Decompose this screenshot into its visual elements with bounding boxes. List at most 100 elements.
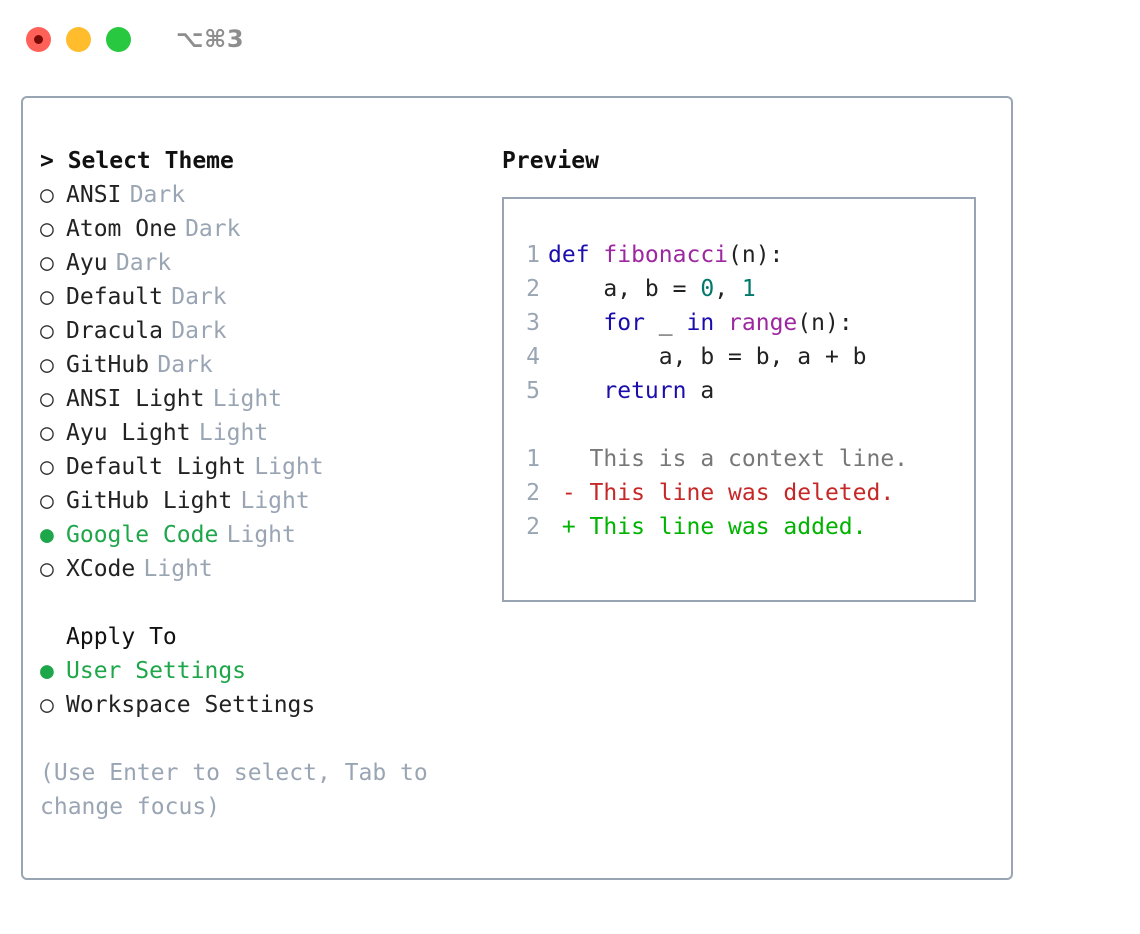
theme-option-tag: Light: [143, 556, 213, 582]
code-token-plain: a, b =: [548, 276, 701, 302]
code-line: 2 a, b = 0, 1: [504, 272, 974, 306]
theme-option-ayu[interactable]: ○ Ayu Dark: [40, 246, 485, 280]
radio-unselected-icon: ○: [40, 488, 54, 514]
apply-to-option-workspace-settings[interactable]: ○Workspace Settings: [40, 688, 485, 722]
close-window-button[interactable]: [26, 26, 51, 52]
theme-option-default-light[interactable]: ○ Default Light Light: [40, 450, 485, 484]
radio-unselected-icon: ○: [40, 454, 54, 480]
radio-unselected-icon: ○: [40, 318, 54, 344]
line-number: 5: [526, 378, 540, 404]
apply-to-option-user-settings[interactable]: ● User Settings: [40, 654, 485, 688]
diff-sample: 1 This is a context line.2 - This line w…: [504, 442, 974, 544]
theme-option-ansi[interactable]: ○ ANSI Dark: [40, 178, 485, 212]
theme-option-tag: Light: [212, 386, 283, 412]
traffic-light-group: [26, 26, 131, 52]
theme-option-default[interactable]: ○ Default Dark: [40, 280, 485, 314]
theme-option-xcode[interactable]: ○ XCode Light: [40, 552, 485, 586]
theme-option-label: Default Light: [66, 454, 247, 480]
diff-marker: +: [548, 514, 590, 540]
theme-option-tag: Dark: [171, 284, 227, 310]
apply-to-header: Apply To: [66, 624, 177, 650]
diff-line-content: This is a context line.: [548, 442, 909, 476]
theme-option-tag: Light: [240, 488, 310, 514]
code-token-kw: in: [686, 310, 715, 336]
theme-option-tag: Light: [254, 454, 324, 480]
line-number: 3: [526, 310, 540, 336]
radio-unselected-icon: ○: [40, 386, 54, 412]
diff-text: This line was deleted.: [589, 480, 895, 506]
theme-option-label: Ayu: [66, 250, 108, 276]
diff-line-content: - This line was deleted.: [548, 476, 894, 510]
line-number: 2: [526, 276, 540, 302]
line-number: 2: [526, 514, 540, 540]
radio-unselected-icon: ○: [40, 352, 54, 378]
code-token-kw: def: [548, 242, 604, 268]
radio-unselected-icon: ○: [40, 692, 54, 718]
theme-option-tag: Dark: [171, 318, 227, 344]
code-token-kw: for: [603, 310, 645, 336]
window-title: ⌥⌘3: [176, 25, 245, 53]
apply-to-option-label: User Settings: [66, 658, 247, 684]
diff-marker: [548, 446, 590, 472]
theme-option-label: Google Code: [66, 522, 219, 548]
code-token-fn: range: [728, 310, 798, 336]
line-number: 1: [526, 446, 540, 472]
theme-option-label: ANSI: [66, 182, 122, 208]
theme-option-tag: Dark: [129, 182, 186, 208]
code-token-plain: a, b = b, a + b: [548, 344, 867, 370]
radio-unselected-icon: ○: [40, 250, 54, 276]
line-number: 4: [526, 344, 540, 370]
diff-text: This line was added.: [589, 514, 867, 540]
code-token-plain: a: [686, 378, 715, 404]
theme-option-label: XCode: [66, 556, 136, 582]
radio-unselected-icon: ○: [40, 182, 54, 208]
theme-option-tag: Dark: [157, 352, 213, 378]
theme-option-tag: Dark: [115, 250, 172, 276]
code-line-content: a, b = b, a + b: [548, 340, 867, 374]
code-token-plain: [548, 310, 603, 336]
radio-unselected-icon: ○: [40, 556, 54, 582]
radio-selected-icon: ●: [40, 658, 54, 684]
diff-line-ctx: 1 This is a context line.: [504, 442, 974, 476]
diff-line-add: 2 + This line was added.: [504, 510, 974, 544]
code-token-plain: [548, 378, 603, 404]
code-token-plain: _: [644, 310, 687, 336]
apply-to-options-list[interactable]: ● User Settings ○Workspace Settings: [40, 654, 485, 722]
line-number: 1: [526, 242, 540, 268]
code-token-num: 1: [741, 276, 756, 302]
radio-unselected-icon: ○: [40, 420, 54, 446]
code-token-plain: (n):: [728, 242, 784, 268]
radio-selected-icon: ●: [40, 522, 54, 548]
theme-option-label: Atom One: [66, 216, 177, 242]
maximize-window-button[interactable]: [106, 26, 131, 52]
select-theme-header: > Select Theme: [40, 148, 234, 174]
radio-unselected-icon: ○: [40, 284, 54, 310]
code-token-plain: ,: [714, 276, 742, 302]
diff-line-content: + This line was added.: [548, 510, 867, 544]
line-number: 2: [526, 480, 540, 506]
code-line: 5 return a: [504, 374, 974, 408]
radio-unselected-icon: ○: [40, 216, 54, 242]
column-spacer: [40, 586, 485, 620]
code-token-num: 0: [700, 276, 715, 302]
code-token-plain: [714, 310, 728, 336]
titlebar: ⌥⌘3: [0, 0, 1140, 78]
code-line-content: a, b = 0, 1: [548, 272, 756, 306]
diff-marker: -: [548, 480, 590, 506]
theme-option-tag: Light: [198, 420, 269, 446]
diff-line-del: 2 - This line was deleted.: [504, 476, 974, 510]
minimize-window-button[interactable]: [66, 26, 91, 52]
theme-option-label: Default: [66, 284, 163, 310]
